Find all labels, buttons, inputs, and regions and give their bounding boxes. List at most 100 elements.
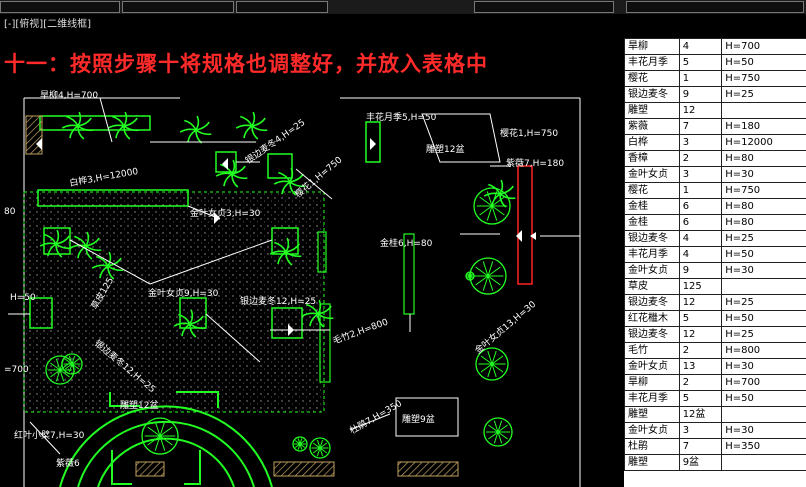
shrub-symbol bbox=[235, 111, 268, 140]
shrub-symbol bbox=[301, 299, 334, 328]
label-rose: 丰花月季5,H=50 bbox=[366, 111, 437, 123]
shrub-symbol bbox=[91, 251, 124, 280]
legend-plant-name: 红花檵木 bbox=[624, 310, 680, 327]
label-sculpture-12a: 雕塑12盆 bbox=[426, 143, 464, 155]
hatch-bar-3 bbox=[135, 461, 165, 477]
legend-spec: H=50 bbox=[721, 310, 806, 327]
legend-plant-name: 杜鹃 bbox=[624, 438, 680, 455]
legend-spec: H=50 bbox=[721, 246, 806, 263]
shrub-symbol bbox=[69, 231, 102, 260]
tree-symbol bbox=[292, 436, 308, 452]
bed-g bbox=[365, 121, 381, 163]
bed-f bbox=[319, 303, 331, 383]
legend-quantity: 12 bbox=[678, 294, 723, 311]
legend-plant-name: 毛竹 bbox=[624, 342, 680, 359]
viewport-label[interactable]: [-][俯视][二维线框] bbox=[4, 19, 92, 30]
shrub-symbol bbox=[179, 115, 212, 144]
legend-quantity: 4 bbox=[678, 246, 723, 263]
dimension-arrows bbox=[36, 138, 536, 336]
arc-path-outer bbox=[59, 405, 273, 487]
lawn-border bbox=[23, 191, 325, 413]
legend-quantity: 2 bbox=[678, 150, 723, 167]
legend-plant-name: 旱柳 bbox=[624, 374, 680, 391]
legend-plant-name: 雕塑 bbox=[624, 406, 680, 423]
shrub-symbol bbox=[173, 309, 206, 338]
shrub-symbol bbox=[107, 111, 140, 140]
legend-quantity: 3 bbox=[678, 166, 723, 183]
legend-plant-name: 银边麦冬 bbox=[624, 294, 680, 311]
legend-spec: H=25 bbox=[721, 326, 806, 343]
legend-spec: H=750 bbox=[721, 70, 806, 87]
legend-spec bbox=[721, 102, 806, 119]
legend-spec: H=350 bbox=[721, 438, 806, 455]
legend-quantity: 9 bbox=[678, 86, 723, 103]
legend-quantity: 7 bbox=[678, 118, 723, 135]
drawing-viewport[interactable]: 旱柳4,H=700 丰花月季5,H=50 樱花1,H=750 白桦3,H=120… bbox=[0, 14, 622, 487]
tree-symbol bbox=[465, 271, 475, 281]
legend-spec: H=25 bbox=[721, 294, 806, 311]
legend-quantity: 2 bbox=[678, 374, 723, 391]
legend-quantity: 4 bbox=[678, 230, 723, 247]
legend-spec: H=30 bbox=[721, 166, 806, 183]
tab-strip-mid2[interactable] bbox=[236, 1, 328, 13]
shrub-symbol bbox=[39, 229, 72, 258]
legend-quantity: 9 bbox=[678, 262, 723, 279]
legend-quantity: 1 bbox=[678, 70, 723, 87]
legend-spec: H=50 bbox=[721, 54, 806, 71]
tab-strip-far-right[interactable] bbox=[626, 1, 804, 13]
plaza-polygon bbox=[421, 113, 501, 163]
tree-symbol bbox=[475, 347, 509, 381]
shrub-symbol bbox=[61, 111, 94, 140]
corner-l2 bbox=[176, 391, 219, 408]
cherry-box bbox=[267, 153, 293, 179]
label-h50: H=50 bbox=[10, 293, 36, 303]
legend-quantity: 5 bbox=[678, 310, 723, 327]
legend-plant-name: 银边麦冬 bbox=[624, 230, 680, 247]
legend-plant-name: 银边麦冬 bbox=[624, 326, 680, 343]
legend-quantity: 3 bbox=[678, 134, 723, 151]
legend-plant-name: 金桂 bbox=[624, 214, 680, 231]
bed-c bbox=[29, 297, 53, 329]
cad-drawing[interactable]: 旱柳4,H=700 丰花月季5,H=50 樱花1,H=750 白桦3,H=120… bbox=[0, 14, 622, 487]
legend-plant-name: 金叶女贞 bbox=[624, 358, 680, 375]
legend-plant-name: 雕塑 bbox=[624, 102, 680, 119]
legend-quantity: 125 bbox=[678, 278, 723, 295]
legend-plant-name: 丰花月季 bbox=[624, 246, 680, 263]
legend-spec: H=25 bbox=[721, 230, 806, 247]
tab-strip-mid[interactable] bbox=[122, 1, 234, 13]
label-privet-1: 金叶女贞3,H=30 bbox=[190, 207, 261, 219]
leader-lines bbox=[8, 97, 580, 455]
tab-strip-left[interactable] bbox=[0, 1, 120, 13]
label-80: 80 bbox=[4, 207, 16, 217]
bed-a bbox=[43, 227, 71, 255]
legend-quantity: 12 bbox=[678, 326, 723, 343]
hatch-bar-1 bbox=[273, 461, 335, 477]
tree-symbol bbox=[141, 417, 179, 455]
legend-spec: H=80 bbox=[721, 214, 806, 231]
tab-strip-right[interactable] bbox=[474, 1, 614, 13]
arc-path-mid bbox=[77, 420, 255, 487]
label-sculpture-12b: 雕塑12盆 bbox=[120, 399, 158, 411]
title-bar bbox=[0, 0, 806, 15]
legend-spec: H=12000 bbox=[721, 134, 806, 151]
hatch-block-1 bbox=[25, 115, 43, 155]
legend-plant-name: 樱花 bbox=[624, 70, 680, 87]
label-h700: =700 bbox=[4, 365, 29, 375]
shrub-symbols bbox=[39, 111, 516, 338]
legend-spec: H=750 bbox=[721, 182, 806, 199]
tree-symbol bbox=[469, 257, 507, 295]
